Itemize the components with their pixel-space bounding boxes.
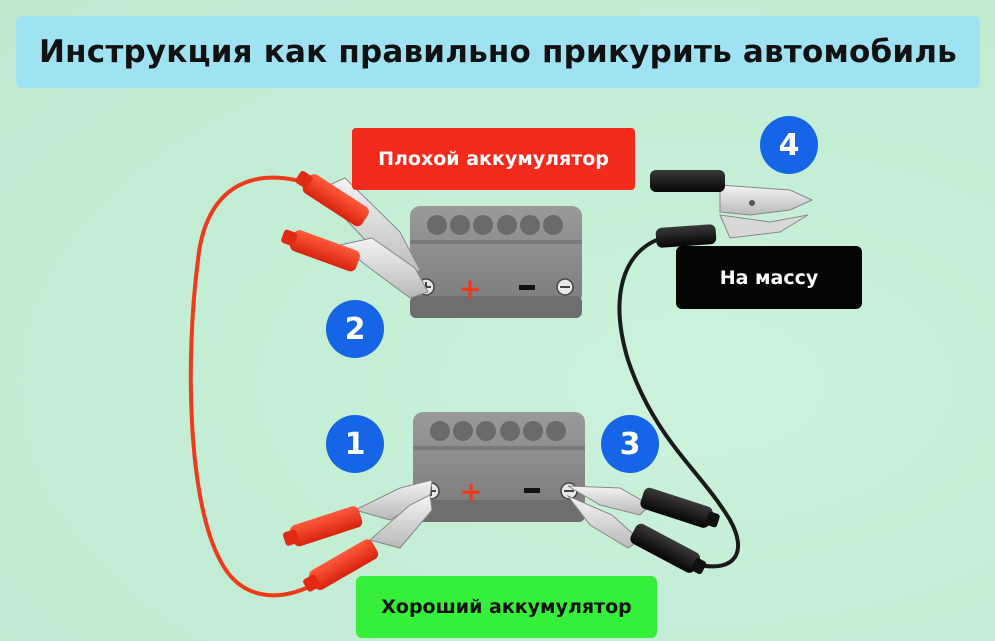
red-clamp-icon-bottom-2 (303, 494, 433, 592)
title-banner: Инструкция как правильно прикурить автом… (16, 16, 980, 88)
step-badge-3: 3 (601, 415, 659, 473)
good-minus-sign (524, 488, 540, 493)
step-badge-2: 2 (326, 300, 384, 358)
bad-plus-sign: + (458, 272, 481, 305)
ground-label: На массу (676, 246, 862, 309)
black-clamp-icon-bottom-1 (567, 485, 720, 528)
step-badge-1: 1 (326, 415, 384, 473)
good-battery-icon (413, 412, 585, 522)
bad-minus-sign (519, 285, 535, 290)
good-plus-sign: + (459, 475, 482, 508)
bad-battery-icon (410, 206, 582, 318)
good-battery-label: Хороший аккумулятор (356, 576, 657, 638)
black-cable (617, 235, 741, 569)
black-clamp-icon-bottom-2 (566, 494, 707, 575)
page-title: Инструкция как правильно прикурить автом… (39, 34, 957, 70)
red-clamp-icon-bottom-1 (282, 479, 433, 547)
bad-battery-label: Плохой аккумулятор (352, 128, 635, 190)
red-clamp-icon-top-2 (281, 229, 429, 299)
red-cable (188, 175, 324, 598)
step-badge-4: 4 (760, 116, 818, 174)
black-clamp-icon-top (650, 170, 814, 248)
